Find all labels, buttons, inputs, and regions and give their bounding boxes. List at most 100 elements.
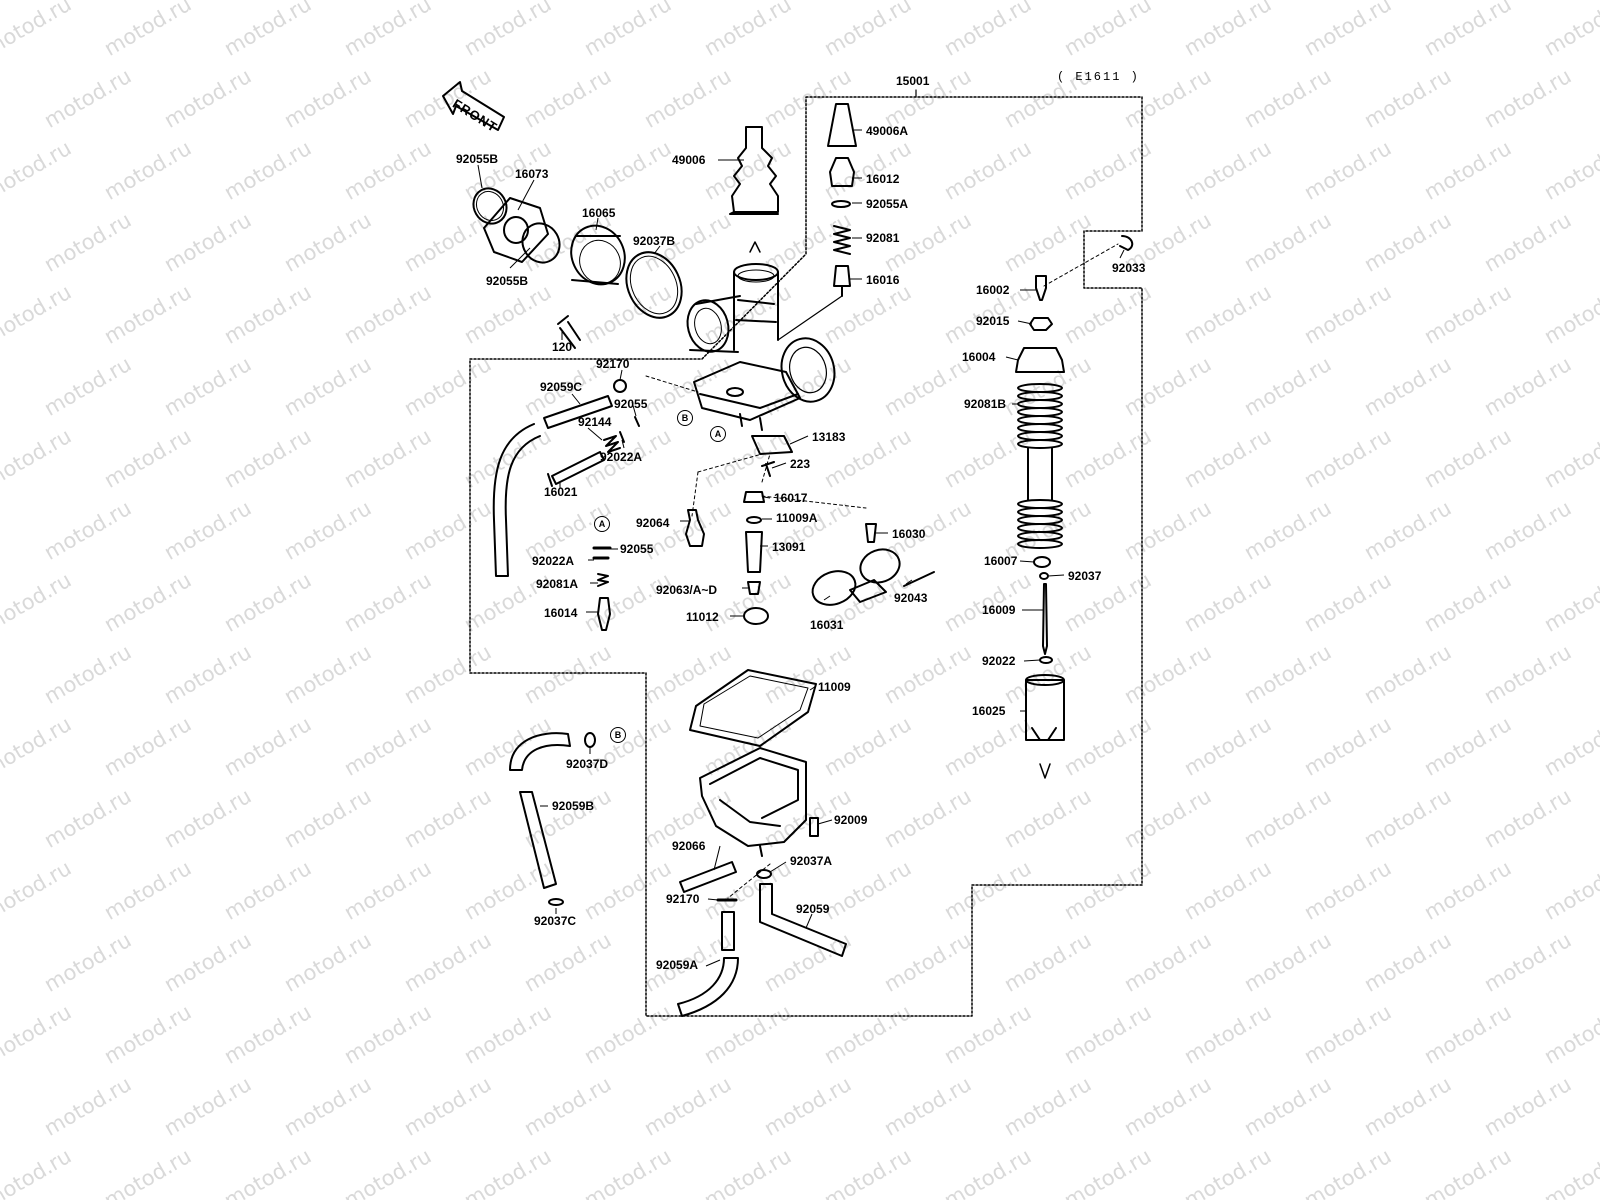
- boot-49006: [731, 126, 779, 213]
- label-92064: 92064: [636, 516, 670, 530]
- chevron-up-icon: [749, 241, 761, 253]
- label-92170-top: 92170: [596, 357, 630, 371]
- float-16031: [811, 548, 901, 606]
- hose-92059-curve: [509, 732, 571, 771]
- label-92037b: 92037B: [633, 234, 676, 248]
- label-11009a: 11009A: [776, 511, 818, 525]
- o-ring-11009a: [746, 516, 762, 524]
- marker-a-top: A: [710, 426, 726, 442]
- slide-16025: [1025, 679, 1065, 741]
- dashed-hose-link: [727, 863, 771, 899]
- spring-92081a: [597, 573, 609, 587]
- hose-92059c: [543, 395, 613, 429]
- hose-overflow: [492, 423, 541, 577]
- hose-92059: [759, 883, 847, 957]
- nut-92015: [1029, 317, 1053, 331]
- label-92037c: 92037C: [534, 914, 577, 928]
- label-92081a: 92081A: [536, 577, 579, 591]
- label-223: 223: [790, 457, 811, 471]
- ring-92055-top: [634, 416, 640, 427]
- label-16012: 16012: [866, 172, 900, 186]
- label-16030: 16030: [892, 527, 926, 541]
- hose-92059a: [677, 957, 739, 1017]
- label-92055b-low: 92055B: [486, 274, 529, 288]
- label-16017: 16017: [774, 491, 808, 505]
- bolt-120: [557, 315, 581, 349]
- label-92059a: 92059A: [656, 958, 699, 972]
- holder-16065: [570, 224, 626, 286]
- label-92043: 92043: [894, 591, 928, 605]
- clip-92037d: [584, 732, 596, 748]
- chevron-down-icon: [1039, 763, 1051, 779]
- retainer-16007: [1033, 556, 1051, 568]
- clip-92037c: [548, 898, 564, 906]
- label-92022a-mid: 92022A: [532, 554, 575, 568]
- label-92009: 92009: [834, 813, 868, 827]
- label-16016: 16016: [866, 273, 900, 287]
- needle-jet-13091: [745, 531, 763, 573]
- label-16009: 16009: [982, 603, 1016, 617]
- screw-16014: [597, 597, 611, 631]
- label-120: 120: [552, 340, 573, 354]
- label-92059b: 92059B: [552, 799, 595, 813]
- o-ring-92055b-top: [472, 187, 508, 225]
- screw-92009: [809, 817, 819, 837]
- hose-92059b: [519, 791, 557, 889]
- label-92063: 92063/A~D: [656, 583, 718, 597]
- plate-13183: [751, 435, 793, 455]
- assembly-boundary: [469, 96, 1143, 1017]
- spring-92081: [833, 225, 851, 255]
- label-16065: 16065: [582, 206, 616, 220]
- screw-16021: [547, 451, 605, 487]
- float-chamber: [699, 747, 807, 857]
- carburetor-body: [686, 263, 843, 431]
- pin-92043: [903, 571, 935, 587]
- label-92081: 92081: [866, 231, 900, 245]
- ring-92022: [1039, 656, 1053, 664]
- label-92055-mid: 92055: [620, 542, 654, 556]
- label-92037: 92037: [1068, 569, 1102, 583]
- label-92059c: 92059C: [540, 380, 583, 394]
- cap-11012: [743, 607, 769, 625]
- label-16004: 16004: [962, 350, 996, 364]
- label-16007: 16007: [984, 554, 1018, 568]
- label-13091: 13091: [772, 540, 806, 554]
- label-11012: 11012: [686, 610, 719, 624]
- label-92170-low: 92170: [666, 892, 700, 906]
- label-16014: 16014: [544, 606, 578, 620]
- label-92015: 92015: [976, 314, 1010, 328]
- cap-16004: [1015, 347, 1065, 373]
- nut-16012: [829, 157, 855, 187]
- ring-92022a-top: [619, 431, 625, 443]
- reference-code: ( E1611 ): [1057, 70, 1140, 84]
- screw-16016: [833, 265, 851, 297]
- clip-92037a: [756, 869, 772, 879]
- label-16025: 16025: [972, 704, 1006, 718]
- label-92022a-top: 92022A: [600, 450, 643, 464]
- label-92055-top: 92055: [614, 397, 648, 411]
- flange-16073: [483, 197, 549, 263]
- drain-92066: [679, 861, 737, 893]
- adjuster-16002: [1035, 275, 1047, 301]
- label-92033: 92033: [1112, 261, 1146, 275]
- label-92059: 92059: [796, 902, 830, 916]
- jet-16017: [743, 491, 765, 503]
- o-ring-92055a: [831, 200, 851, 208]
- label-92081b: 92081B: [964, 397, 1007, 411]
- label-49006: 49006: [672, 153, 706, 167]
- clip-92037: [1039, 572, 1049, 580]
- needle-16009: [1042, 583, 1048, 655]
- screw-223: [761, 461, 775, 477]
- label-92144: 92144: [578, 415, 612, 429]
- label-92055a: 92055A: [866, 197, 909, 211]
- valve-16030: [865, 523, 877, 543]
- label-92037d: 92037D: [566, 757, 609, 771]
- jet-92064: [685, 509, 705, 547]
- label-92022: 92022: [982, 654, 1016, 668]
- hose-92059a-upper: [721, 911, 735, 951]
- label-11009: 11009: [818, 680, 851, 694]
- marker-b-low: B: [610, 727, 626, 743]
- label-92037a: 92037A: [790, 854, 833, 868]
